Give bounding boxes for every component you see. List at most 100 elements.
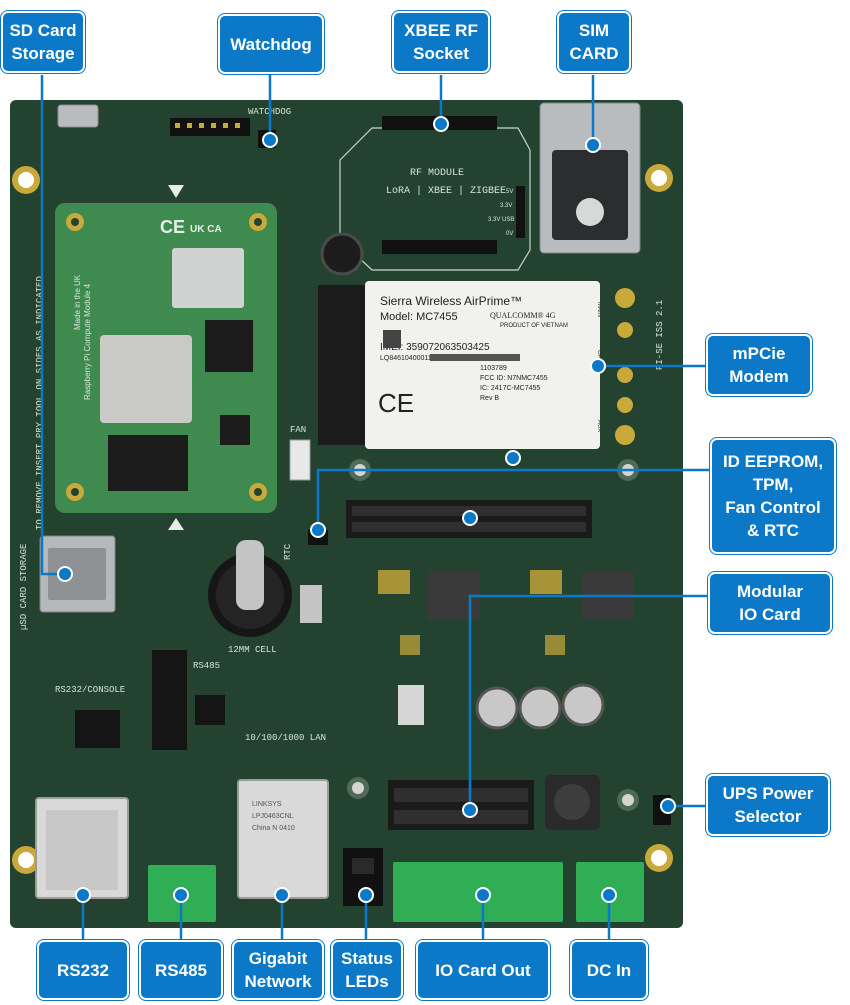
callout-sim: SIM CARD <box>557 11 631 73</box>
callout-text: LEDs <box>345 972 389 991</box>
silk-lan: 10/100/1000 LAN <box>245 733 326 743</box>
svg-text:AUX: AUX <box>596 420 602 432</box>
callout-text: Status <box>341 949 393 968</box>
callout-text: Modular <box>736 582 804 601</box>
svg-text:IC: 2417C-MC7455: IC: 2417C-MC7455 <box>480 385 540 392</box>
silk-rtc: RTC <box>283 543 293 560</box>
svg-text:Sierra Wireless AirPrime™: Sierra Wireless AirPrime™ <box>380 294 522 308</box>
callout-xbee: XBEE RF Socket <box>392 11 490 73</box>
callout-ups: UPS Power Selector <box>706 774 830 836</box>
cm4-emmc <box>108 435 188 491</box>
xbee-header-bottom <box>382 240 497 254</box>
callout-text: mPCie <box>732 344 786 363</box>
svg-text:LPJ0463CNL: LPJ0463CNL <box>252 813 294 820</box>
capacitor-top <box>320 232 364 276</box>
cm4-ram <box>205 320 253 372</box>
callout-watchdog: Watchdog <box>218 14 324 74</box>
rs232-chip <box>75 710 120 748</box>
callout-mpcie: mPCie Modem <box>706 334 812 396</box>
pry-arrow-bottom <box>168 518 184 530</box>
callout-text: Socket <box>413 44 469 63</box>
callout-rs485: RS485 <box>139 940 223 1000</box>
callout-text: DC In <box>586 960 632 980</box>
svg-text:PRODUCT OF VIETNAM: PRODUCT OF VIETNAM <box>500 323 568 329</box>
modem-antenna-labels: MAIN GPS AUX <box>596 302 602 432</box>
rj45-lan <box>237 779 329 899</box>
svg-text:Rev B: Rev B <box>480 395 499 402</box>
callout-text: SIM <box>578 21 610 40</box>
svg-text:CE: CE <box>378 388 414 418</box>
cm4-ce: CE <box>160 217 185 237</box>
sim-holder-slot <box>552 150 628 240</box>
callout-status-leds: Status LEDs <box>331 940 403 1000</box>
svg-text:IMEI: 359072063503425: IMEI: 359072063503425 <box>380 342 490 353</box>
callout-text: & RTC <box>747 521 799 540</box>
svg-text:MAIN: MAIN <box>596 302 602 317</box>
callout-text: XBEE RF <box>404 21 478 40</box>
svg-text:China N 0410: China N 0410 <box>252 825 295 832</box>
svg-text:LINKSYS: LINKSYS <box>252 801 282 808</box>
jumper-header <box>170 118 250 136</box>
svg-text:3.3V USB: 3.3V USB <box>488 217 514 223</box>
silk-rs232: RS232/CONSOLE <box>55 685 125 695</box>
callout-text: RS485 <box>155 960 207 980</box>
silk-fan: FAN <box>290 425 306 435</box>
svg-text:QUALCOMM® 4G: QUALCOMM® 4G <box>490 311 556 320</box>
fan-connector <box>289 439 311 481</box>
leader-dots <box>57 116 676 903</box>
callout-text: TPM, <box>752 475 794 494</box>
silk-board-rev: PI-SE ISS 2.1 <box>655 300 665 370</box>
modem-barcode <box>430 354 520 361</box>
cm4-soc <box>100 335 192 423</box>
callout-sd-card: SD Card Storage <box>1 11 85 73</box>
rj45-label: LINKSYS LPJ0463CNL China N 0410 <box>252 801 295 832</box>
svg-text:0V: 0V <box>506 231 513 237</box>
callout-text: Storage <box>11 44 75 63</box>
callout-text: Modem <box>729 367 789 386</box>
callout-text: ID EEPROM, <box>722 452 824 471</box>
rtc-battery-clip <box>236 540 264 610</box>
cm4-chip <box>220 415 250 445</box>
voltage-labels: 5V 3.3V 3.3V USB 0V <box>488 189 514 237</box>
callout-rs232: RS232 <box>37 940 129 1000</box>
callout-text: Selector <box>734 807 802 826</box>
svg-text:5V: 5V <box>506 189 513 195</box>
svg-text:1103789: 1103789 <box>480 365 507 372</box>
callout-text: Watchdog <box>230 34 312 54</box>
callout-text: Network <box>244 972 312 991</box>
svg-text:3.3V: 3.3V <box>500 203 512 209</box>
cm4-made: Made in the UK <box>73 274 82 330</box>
silk-rs485: RS485 <box>193 661 220 671</box>
silk-sd-storage: µSD CARD STORAGE <box>19 544 29 630</box>
electrolytic-capacitors <box>475 683 605 730</box>
mpcie-socket <box>318 285 374 445</box>
io-out-pins <box>394 788 528 824</box>
callout-text: IO Card <box>739 605 801 624</box>
rs485-chip <box>195 695 225 725</box>
micro-usb-port <box>57 104 99 128</box>
antenna-connectors <box>615 288 635 445</box>
callout-text: Gigabit <box>248 949 308 968</box>
callout-modular-io: Modular IO Card <box>708 572 832 634</box>
modem-qr <box>383 330 401 348</box>
callout-text: RS232 <box>57 960 109 980</box>
rf-module-outline <box>339 127 531 271</box>
power-chip <box>398 685 424 725</box>
callout-io-card-out: IO Card Out <box>416 940 550 1000</box>
mpcie-modem <box>365 281 600 449</box>
voltage-jumper <box>516 186 525 238</box>
callout-gigabit: Gigabit Network <box>232 940 324 1000</box>
passive-components <box>378 570 565 655</box>
mounting-holes <box>12 164 673 874</box>
svg-text:Model: MC7455: Model: MC7455 <box>380 311 458 323</box>
sim-release <box>576 198 604 226</box>
silk-rf-types: LoRA | XBEE | ZIGBEE <box>386 185 506 197</box>
rs485-relay <box>152 650 187 750</box>
cm4-ukca: UK CA <box>190 224 222 235</box>
callout-text: SD Card <box>9 21 77 40</box>
inductor-left <box>428 572 480 620</box>
modem-label: Sierra Wireless AirPrime™ Model: MC7455 … <box>378 294 568 418</box>
silk-remove-note: TO REMOVE INSERT PRY TOOL ON SIDES AS IN… <box>35 276 45 530</box>
svg-text:LQ846104000110: LQ846104000110 <box>380 355 436 362</box>
